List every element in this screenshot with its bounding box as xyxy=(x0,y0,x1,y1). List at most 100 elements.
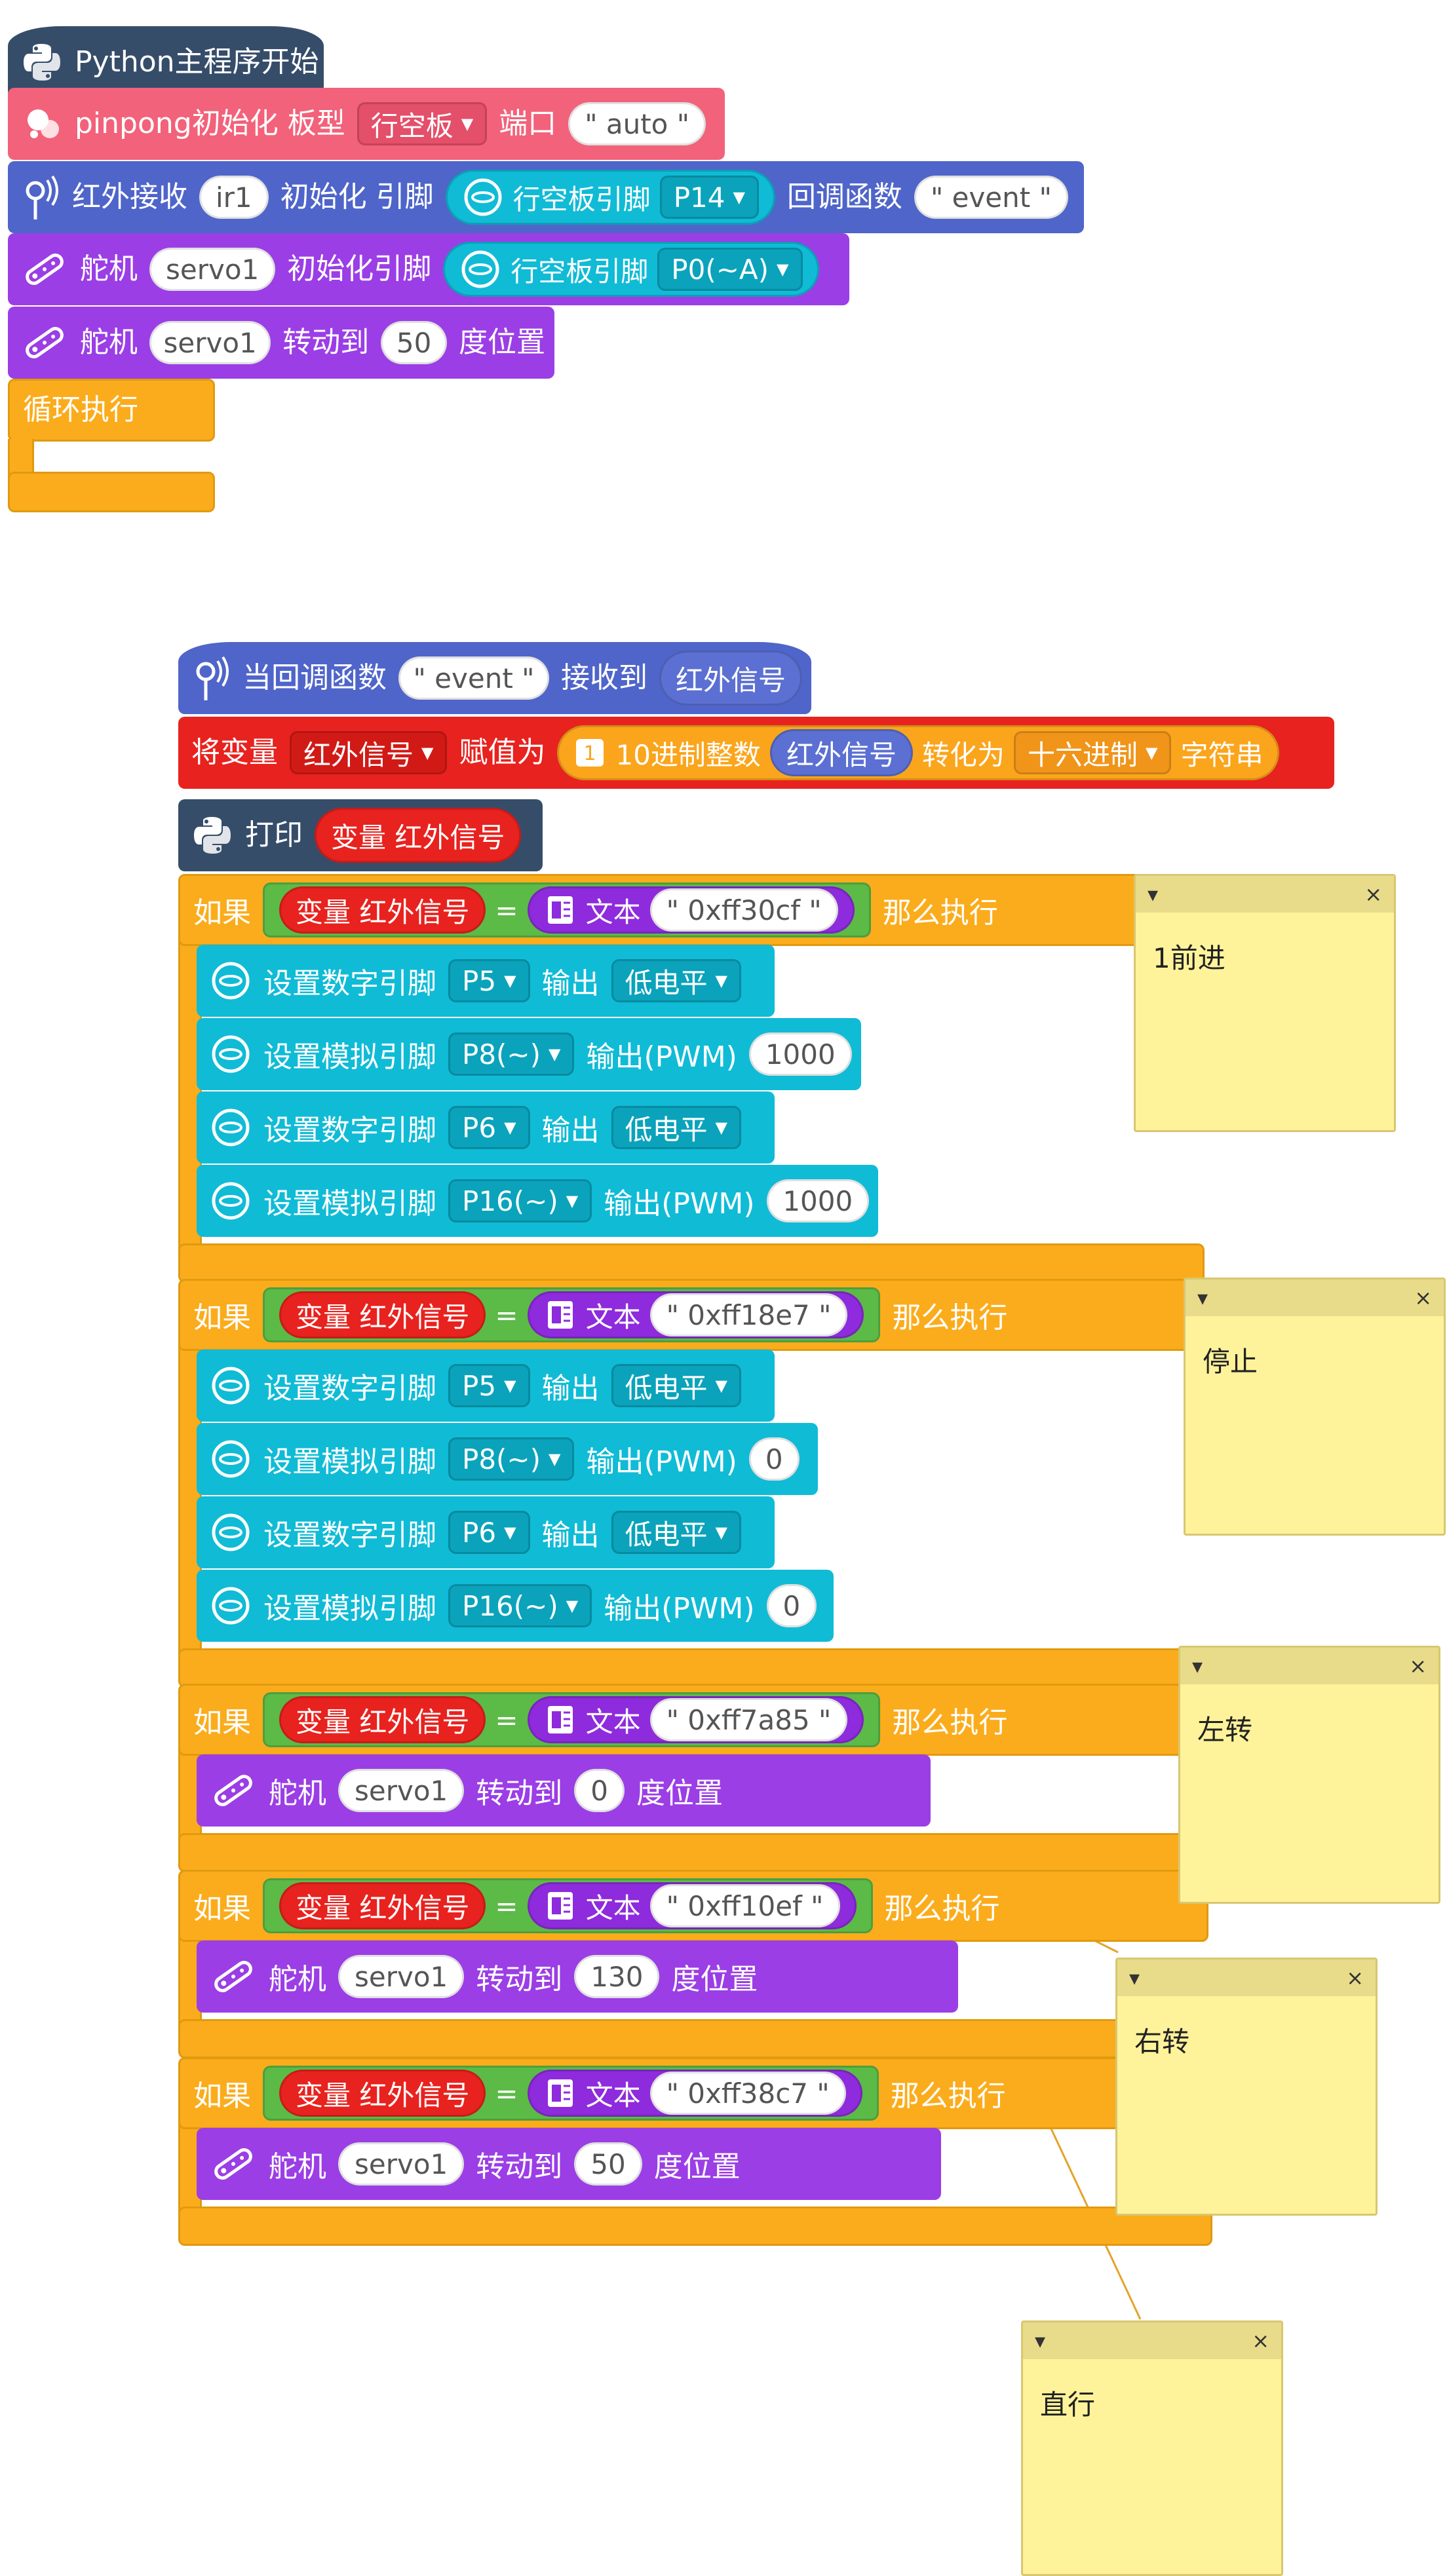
compare-reporter[interactable]: 变量 红外信号=文本" 0xff18e7 " xyxy=(263,1287,881,1342)
comment-header[interactable]: ▾× xyxy=(1136,876,1394,913)
servo-move-block[interactable]: 舵机 servo1 转动到 50 度位置 xyxy=(8,307,554,379)
text-value-input[interactable]: " 0xff38c7 " xyxy=(649,2072,846,2115)
chevron-down-icon[interactable]: ▾ xyxy=(1035,2328,1046,2353)
comment-stop[interactable]: ▾× 停止 xyxy=(1184,1278,1446,1536)
ir-name-input[interactable]: ir1 xyxy=(199,176,269,219)
ir-pin-dropdown[interactable]: P14▼ xyxy=(659,176,759,219)
callback-name-input[interactable]: " event " xyxy=(398,656,549,700)
if-block[interactable]: 如果变量 红外信号=文本" 0xff30cf "那么执行 xyxy=(178,874,1205,946)
if-block[interactable]: 如果变量 红外信号=文本" 0xff10ef "那么执行 xyxy=(178,1870,1208,1942)
pin-dropdown[interactable]: P8(~)▼ xyxy=(448,1032,575,1076)
text-value-input[interactable]: " 0xff30cf " xyxy=(649,888,838,932)
comment-right[interactable]: ▾× 右转 xyxy=(1115,1958,1378,2216)
hex-func-var[interactable]: 红外信号 xyxy=(769,729,913,776)
pwm-value-input[interactable]: 1000 xyxy=(748,1032,852,1076)
close-icon[interactable]: × xyxy=(1364,882,1382,907)
servo-angle-input[interactable]: 130 xyxy=(574,1955,660,1998)
comment-header[interactable]: ▾× xyxy=(1117,1960,1376,1996)
pin-dropdown[interactable]: P16(~)▼ xyxy=(448,1179,592,1222)
level-dropdown[interactable]: 低电平▼ xyxy=(611,1364,742,1407)
servo-init-block[interactable]: 舵机 servo1 初始化引脚 行空板引脚 P0(~A)▼ xyxy=(8,233,849,305)
if-block[interactable]: 如果变量 红外信号=文本" 0xff7a85 "那么执行 xyxy=(178,1684,1215,1756)
servo-angle-input[interactable]: 0 xyxy=(574,1769,625,1812)
comment-header[interactable]: ▾× xyxy=(1180,1648,1438,1684)
close-icon[interactable]: × xyxy=(1414,1285,1432,1310)
ir-init-block[interactable]: 红外接收 ir1 初始化 引脚 行空板引脚 P14▼ 回调函数 " event … xyxy=(8,161,1084,233)
callback-hat-block[interactable]: 当回调函数 " event " 接收到 红外信号 xyxy=(178,642,811,714)
text-reporter[interactable]: 文本" 0xff10ef " xyxy=(527,1882,857,1929)
pwm-value-input[interactable]: 0 xyxy=(766,1584,817,1627)
comment-text[interactable]: 右转 xyxy=(1134,2026,1190,2058)
servo-name-input[interactable]: servo1 xyxy=(338,1955,465,1998)
text-value-input[interactable]: " 0xff18e7 " xyxy=(649,1293,848,1336)
python-main-hat-block[interactable]: Python主程序开始 xyxy=(8,26,324,98)
callback-var-reporter[interactable]: 红外信号 xyxy=(659,651,802,706)
comment-straight[interactable]: ▾× 直行 xyxy=(1021,2320,1283,2576)
compare-var-reporter[interactable]: 变量 红外信号 xyxy=(279,1291,486,1338)
text-reporter[interactable]: 文本" 0xff38c7 " xyxy=(527,2070,862,2117)
pin-dropdown[interactable]: P16(~)▼ xyxy=(448,1584,592,1627)
chevron-down-icon[interactable]: ▾ xyxy=(1197,1285,1208,1310)
callback-input[interactable]: " event " xyxy=(914,176,1068,219)
hex-format-dropdown[interactable]: 十六进制▼ xyxy=(1013,731,1172,774)
servo-move-name-input[interactable]: servo1 xyxy=(149,321,271,364)
comment-text[interactable]: 直行 xyxy=(1040,2389,1096,2421)
servo-move-value-input[interactable]: 50 xyxy=(381,321,447,364)
text-reporter[interactable]: 文本" 0xff7a85 " xyxy=(527,1696,864,1743)
if-block[interactable]: 如果变量 红外信号=文本" 0xff18e7 "那么执行 xyxy=(178,1279,1215,1351)
compare-var-reporter[interactable]: 变量 红外信号 xyxy=(279,1882,486,1929)
level-dropdown[interactable]: 低电平▼ xyxy=(611,1106,742,1149)
servo-name-input[interactable]: servo1 xyxy=(338,1769,465,1812)
assign-block[interactable]: 将变量 红外信号▼ 赋值为 1 10进制整数 红外信号 转化为 十六进制▼ 字符… xyxy=(178,717,1334,789)
pin-dropdown[interactable]: P5▼ xyxy=(448,1364,530,1407)
comment-forward[interactable]: ▾× 1前进 xyxy=(1134,874,1396,1132)
print-block[interactable]: 打印 变量 红外信号 xyxy=(178,799,543,871)
servo-pin-reporter[interactable]: 行空板引脚 P0(~A)▼ xyxy=(443,242,819,297)
text-reporter[interactable]: 文本" 0xff30cf " xyxy=(527,886,855,934)
comment-left[interactable]: ▾× 左转 xyxy=(1178,1646,1440,1904)
compare-reporter[interactable]: 变量 红外信号=文本" 0xff30cf " xyxy=(263,882,871,938)
compare-reporter[interactable]: 变量 红外信号=文本" 0xff10ef " xyxy=(263,1878,873,1933)
if-block[interactable]: 如果变量 红外信号=文本" 0xff38c7 "那么执行 xyxy=(178,2057,1212,2129)
ir-pin-reporter[interactable]: 行空板引脚 P14▼ xyxy=(445,170,775,225)
text-value-input[interactable]: " 0xff10ef " xyxy=(649,1884,840,1927)
servo-name-input[interactable]: servo1 xyxy=(338,2142,465,2186)
assign-var-dropdown[interactable]: 红外信号▼ xyxy=(290,731,448,774)
comment-text[interactable]: 1前进 xyxy=(1153,942,1225,974)
servo-pin-dropdown[interactable]: P0(~A)▼ xyxy=(657,248,803,291)
text-value-input[interactable]: " 0xff7a85 " xyxy=(649,1698,848,1741)
servo-name-input[interactable]: servo1 xyxy=(149,248,276,291)
pin-dropdown[interactable]: P8(~)▼ xyxy=(448,1437,575,1481)
compare-var-reporter[interactable]: 变量 红外信号 xyxy=(279,886,486,934)
board-dropdown[interactable]: 行空板▼ xyxy=(357,102,488,145)
pin-dropdown[interactable]: P6▼ xyxy=(448,1106,530,1149)
comment-text[interactable]: 左转 xyxy=(1197,1714,1253,1746)
close-icon[interactable]: × xyxy=(1252,2328,1269,2353)
chevron-down-icon[interactable]: ▾ xyxy=(1129,1965,1140,1990)
chevron-down-icon[interactable]: ▾ xyxy=(1148,882,1159,907)
close-icon[interactable]: × xyxy=(1409,1654,1427,1678)
servo-angle-input[interactable]: 50 xyxy=(574,2142,642,2186)
close-icon[interactable]: × xyxy=(1346,1965,1364,1990)
loop-forever-block[interactable]: 循环执行 xyxy=(8,379,215,442)
compare-var-reporter[interactable]: 变量 红外信号 xyxy=(279,1696,486,1743)
compare-var-reporter[interactable]: 变量 红外信号 xyxy=(279,2070,486,2117)
comment-header[interactable]: ▾× xyxy=(1186,1279,1444,1316)
pin-dropdown[interactable]: P6▼ xyxy=(448,1511,530,1554)
hex-convert-reporter[interactable]: 1 10进制整数 红外信号 转化为 十六进制▼ 字符串 xyxy=(557,725,1280,780)
chevron-down-icon[interactable]: ▾ xyxy=(1192,1654,1203,1678)
compare-reporter[interactable]: 变量 红外信号=文本" 0xff38c7 " xyxy=(263,2066,879,2121)
pwm-value-input[interactable]: 0 xyxy=(748,1437,800,1481)
comment-header[interactable]: ▾× xyxy=(1023,2322,1281,2359)
comment-text[interactable]: 停止 xyxy=(1203,1346,1258,1378)
